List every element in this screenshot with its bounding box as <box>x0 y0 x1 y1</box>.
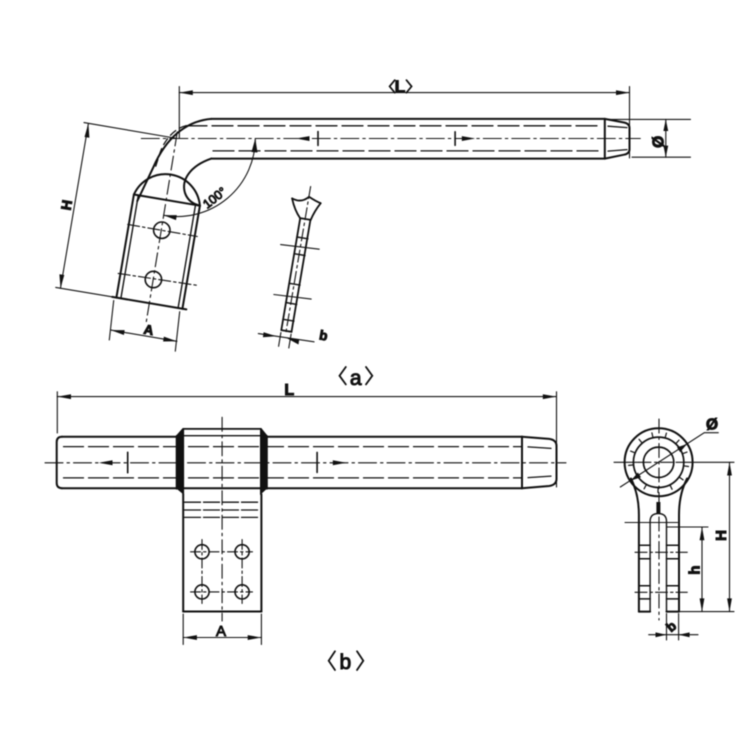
svg-text:Ø: Ø <box>706 417 718 434</box>
svg-text:H: H <box>713 530 730 541</box>
svg-text:L: L <box>395 77 406 97</box>
svg-text:h: h <box>687 565 704 574</box>
svg-text:A: A <box>143 322 155 338</box>
svg-text:L: L <box>284 382 294 399</box>
svg-text:A: A <box>216 623 226 640</box>
svg-text:b: b <box>318 327 329 343</box>
svg-text:Ø: Ø <box>651 136 668 148</box>
svg-text:b: b <box>339 651 351 674</box>
svg-text:H: H <box>58 199 75 212</box>
svg-text:a: a <box>350 367 362 390</box>
